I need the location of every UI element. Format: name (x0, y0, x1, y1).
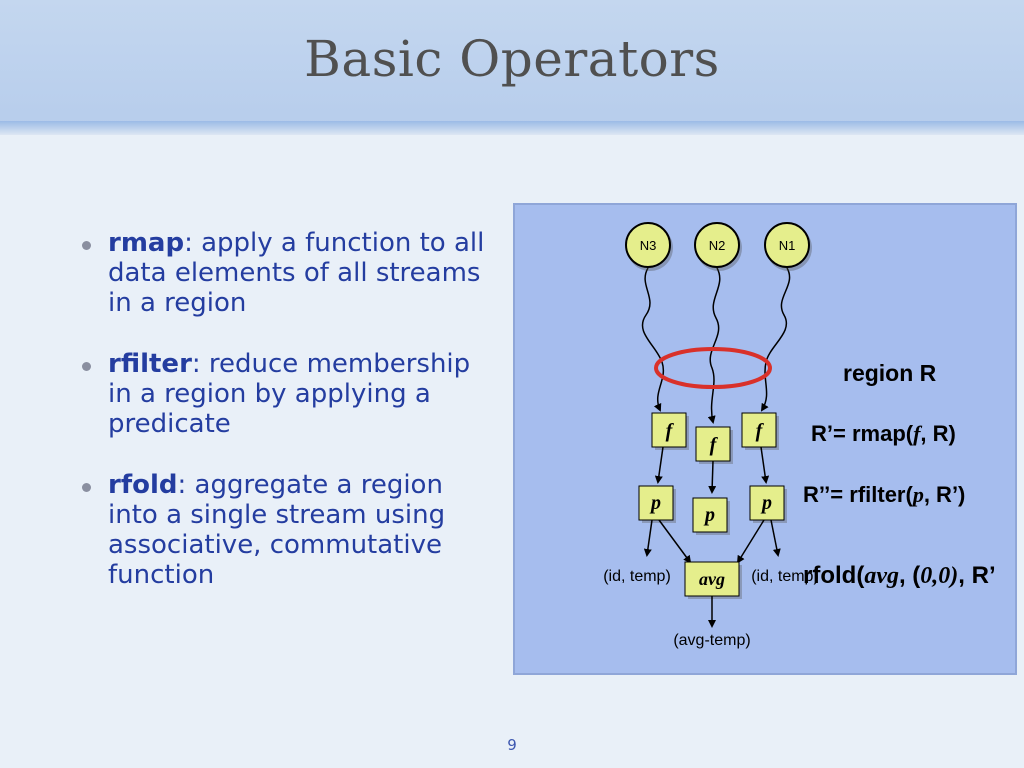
formula-part: R’= rmap( (811, 421, 914, 446)
map-box-center: f (695, 426, 733, 464)
filter-left-to-output-a (643, 519, 653, 557)
filter-op-label: p (649, 492, 661, 514)
node-label: N1 (779, 238, 796, 253)
input-label-left: (id, temp) (603, 568, 671, 585)
output-label: (avg-temp) (673, 632, 750, 649)
bullet-text: : reduce membership in a region by apply… (108, 349, 471, 439)
title-band (0, 0, 1024, 125)
formula-part: R’’= rfilter( (803, 482, 913, 507)
region-label: region R (843, 360, 937, 386)
formula-part: rfold( (803, 562, 864, 589)
filter-left-to-avg (658, 519, 692, 564)
map-box-left: f (651, 412, 689, 450)
formula-rfold: rfold(avg, (0,0), R’ (803, 562, 996, 589)
formula-rmap: R’= rmap(f, R) (811, 421, 956, 446)
map-to-filter-right (760, 446, 770, 484)
formula-arg: f (913, 421, 923, 446)
node-label: N2 (709, 238, 726, 253)
bullet-rmap: rmap: apply a function to all data eleme… (80, 228, 500, 318)
map-to-filter-center (708, 460, 717, 494)
formula-part: , R) (920, 421, 955, 446)
sensor-node-n2: N2 (694, 222, 742, 271)
filter-box-center: p (692, 497, 730, 535)
title-band-edge (0, 121, 1024, 135)
stream-edge-n3 (641, 267, 665, 412)
formula-arg: 0,0) (920, 563, 958, 589)
region-ellipse (654, 347, 772, 389)
slide-title: Basic Operators (304, 30, 720, 88)
page-number: 9 (507, 736, 517, 754)
map-box-right: f (741, 412, 779, 450)
formula-arg: avg (864, 563, 899, 589)
bullet-term: rfold (108, 470, 178, 500)
formula-part: , ( (899, 562, 920, 589)
sensor-node-n1: N1 (764, 222, 812, 271)
fold-op-label: avg (699, 569, 725, 589)
bullet-list: rmap: apply a function to all data eleme… (80, 228, 500, 621)
bullet-term: rmap (108, 228, 185, 258)
bullet-rfold: rfold: aggregate a region into a single … (80, 470, 500, 590)
map-op-label: f (710, 434, 719, 456)
input-label-right: (id, temp) (751, 568, 819, 585)
filter-right-to-avg (736, 519, 765, 564)
formula-part: , R’ (958, 562, 995, 589)
formula-part: , R’) (924, 482, 966, 507)
stream-edge-n2 (707, 267, 721, 424)
map-op-label: f (666, 420, 675, 442)
fold-box-avg: avg (684, 561, 742, 599)
formula-arg: p (911, 482, 924, 507)
filter-op-label: p (703, 504, 715, 526)
bullet-text: : aggregate a region into a single strea… (108, 470, 446, 590)
bullet-text: : apply a function to all data elements … (108, 228, 485, 318)
filter-box-left: p (638, 485, 676, 523)
filter-op-label: p (760, 492, 772, 514)
filter-box-right: p (749, 485, 787, 523)
sensor-node-n3: N3 (625, 222, 673, 271)
formula-rfilter: R’’= rfilter(p, R’) (803, 482, 965, 507)
map-op-label: f (756, 420, 765, 442)
bullet-term: rfilter (108, 349, 192, 379)
node-label: N3 (640, 238, 657, 253)
filter-right-to-output-b (770, 519, 781, 557)
stream-edge-n1 (760, 267, 791, 412)
bullet-rfilter: rfilter: reduce membership in a region b… (80, 349, 500, 439)
map-to-filter-left (654, 446, 664, 484)
